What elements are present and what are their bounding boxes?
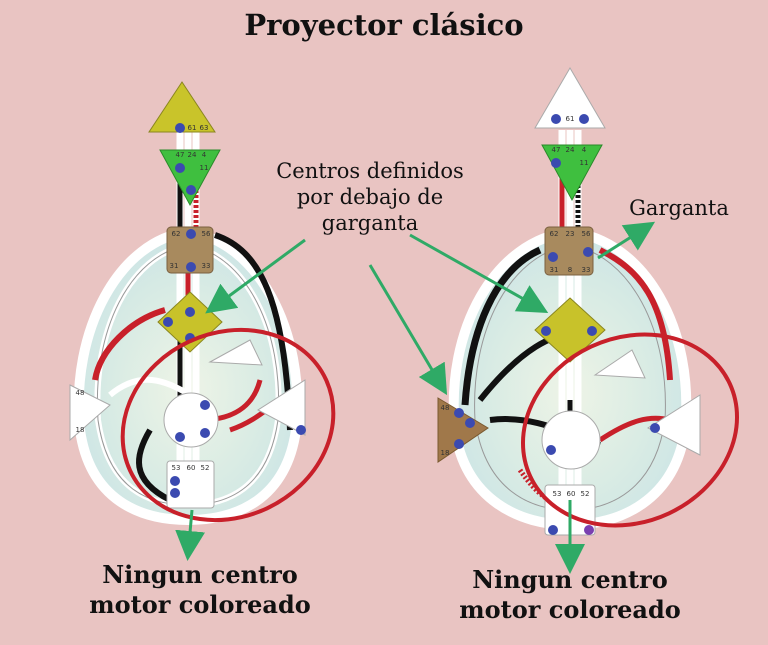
ajna-center [159, 149, 221, 207]
sacral-center [163, 392, 219, 448]
caption-right-motor: Ningun centro motor coloreado [450, 565, 690, 625]
arrow-to-left-g [205, 238, 306, 314]
g-center [534, 297, 606, 363]
caption-garganta: Garganta [629, 196, 729, 220]
throat-center [544, 226, 594, 276]
spleen-center [69, 384, 111, 442]
caption-line: motor coloreado [89, 590, 311, 619]
heart-center [593, 349, 646, 379]
svg-text:56: 56 [202, 230, 211, 238]
caption-line: Centros definidos [276, 159, 464, 183]
caption-line: motor coloreado [459, 595, 681, 624]
svg-text:47: 47 [552, 146, 561, 154]
svg-text:60: 60 [187, 464, 196, 472]
svg-text:24: 24 [566, 146, 575, 154]
gate-numbers-right: 61 47 24 4 11 62 23 56 31 8 33 53 60 52 48 18 [441, 114, 660, 535]
heart-center [208, 339, 263, 366]
caption-centros-definidos: Centros definidos por debajo de garganta [270, 158, 470, 236]
arrow-left-root [175, 509, 206, 561]
svg-text:11: 11 [200, 164, 209, 172]
arrow-to-throat [597, 221, 656, 260]
head-center [534, 67, 606, 129]
svg-text:18: 18 [76, 426, 85, 434]
solar-plexus-center [646, 394, 701, 456]
svg-text:11: 11 [580, 159, 589, 167]
svg-text:62: 62 [172, 230, 181, 238]
svg-text:33: 33 [582, 266, 591, 274]
svg-text:62: 62 [550, 230, 559, 238]
arrow-to-right-g [409, 233, 549, 313]
svg-text:24: 24 [188, 151, 197, 159]
solar-plexus-center [257, 379, 306, 436]
caption-left-motor: Ningun centro motor coloreado [80, 560, 320, 620]
caption-line: Ningun centro [102, 560, 298, 589]
svg-text:61: 61 [566, 115, 575, 123]
svg-text:56: 56 [582, 230, 591, 238]
right-bodygraph: 61 47 24 4 11 62 23 56 31 8 33 53 60 52 48 18 [437, 67, 740, 536]
svg-text:33: 33 [202, 262, 211, 270]
svg-text:53: 53 [553, 490, 562, 498]
throat-center [166, 226, 214, 274]
svg-text:48: 48 [441, 404, 450, 412]
annotation-arrows [175, 221, 656, 574]
svg-text:61: 61 [188, 124, 197, 132]
svg-text:52: 52 [581, 490, 590, 498]
svg-text:53: 53 [172, 464, 181, 472]
arrow-to-spleen [368, 264, 448, 396]
svg-text:4: 4 [202, 151, 207, 159]
svg-text:48: 48 [76, 389, 85, 397]
caption-line: por debajo de [296, 185, 444, 209]
svg-text:31: 31 [550, 266, 559, 274]
svg-text:18: 18 [441, 449, 450, 457]
caption-line: garganta [321, 211, 419, 235]
svg-text:52: 52 [201, 464, 210, 472]
motor-highlight-left [120, 327, 336, 523]
svg-text:31: 31 [170, 262, 179, 270]
svg-text:47: 47 [176, 151, 185, 159]
motor-highlight-right [520, 332, 740, 528]
svg-text:60: 60 [567, 490, 576, 498]
sacral-center [541, 410, 601, 470]
svg-text:8: 8 [568, 266, 572, 274]
svg-text:63: 63 [200, 124, 209, 132]
page-title: Proyector clásico [244, 8, 524, 42]
caption-line: Ningun centro [472, 565, 668, 594]
svg-text:4: 4 [582, 146, 587, 154]
svg-text:23: 23 [566, 230, 575, 238]
